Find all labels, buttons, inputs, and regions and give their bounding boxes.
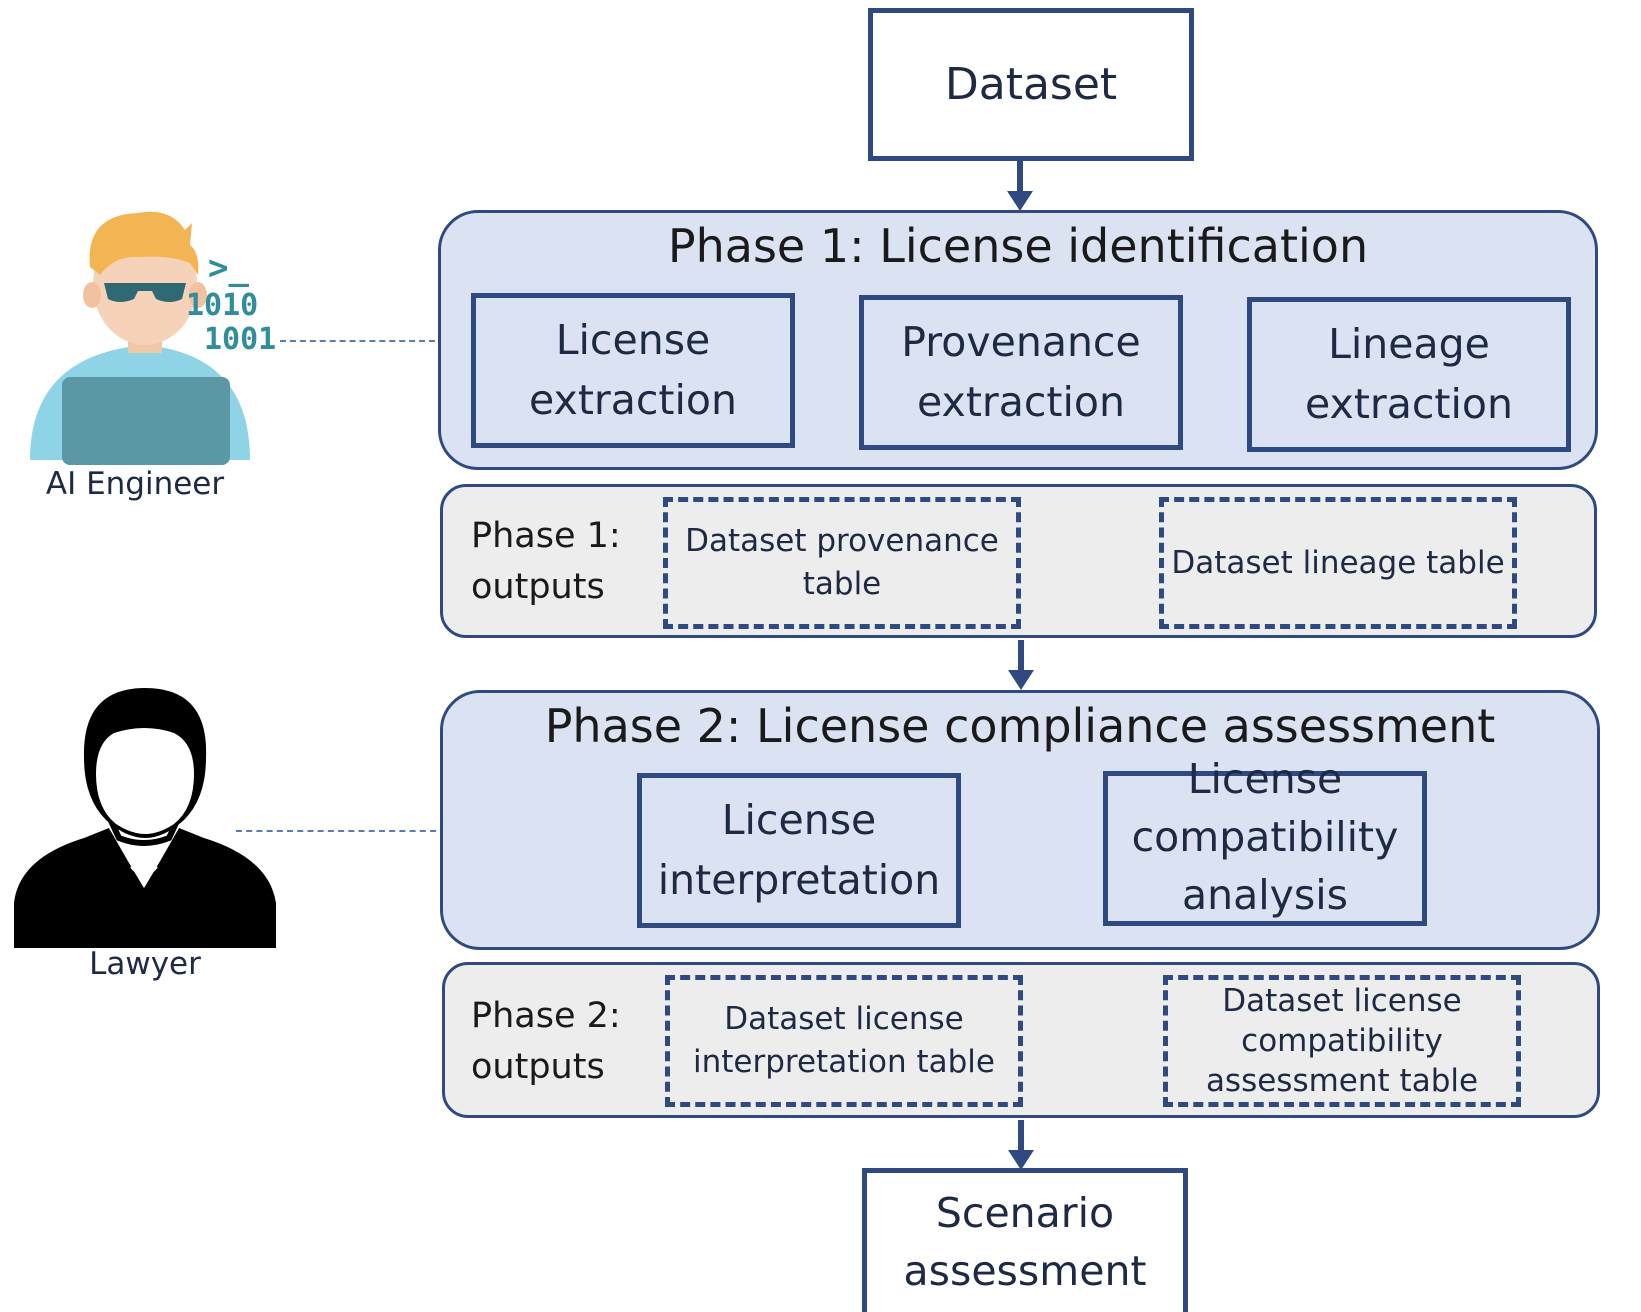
ai-engineer-figure	[20, 205, 280, 465]
arrow-phase1-to-phase2	[1008, 640, 1034, 690]
lawyer-connector	[236, 830, 436, 832]
provenance-table-line1: Dataset provenance	[685, 523, 999, 560]
phase2-panel: Phase 2: License compliance assessment L…	[440, 690, 1600, 950]
phase2-outputs-label: Phase 2: outputs	[471, 991, 621, 1093]
lineage-extraction-line2: extraction	[1305, 379, 1513, 428]
dataset-provenance-table-output: Dataset provenance table	[663, 497, 1021, 629]
compatibility-table-line1: Dataset license	[1222, 982, 1462, 1019]
license-interpretation-line2: interpretation	[657, 855, 941, 904]
license-extraction-line1: License	[555, 316, 711, 365]
provenance-extraction-line2: extraction	[917, 377, 1125, 426]
phase1-outputs-label-line2: outputs	[471, 566, 605, 607]
interpretation-table-line1: Dataset license	[724, 1001, 964, 1038]
license-interpretation-line1: License	[721, 796, 877, 845]
phase1-outputs-label-line1: Phase 1:	[471, 516, 621, 556]
scenario-assessment-line1: Scenario	[935, 1189, 1115, 1238]
engineer-connector	[280, 340, 435, 342]
interpretation-table-line2: interpretation table	[693, 1044, 995, 1080]
lawyer-icon	[14, 688, 276, 948]
lineage-extraction-line1: Lineage	[1328, 320, 1490, 369]
license-extraction-step: License extraction	[471, 293, 795, 448]
provenance-extraction-line1: Provenance	[901, 318, 1141, 367]
scenario-assessment-line2: assessment	[903, 1246, 1147, 1295]
phase2-outputs-label-line1: Phase 2:	[471, 996, 621, 1036]
binary-line-1: 1010	[186, 288, 259, 323]
ai-engineer-icon	[30, 211, 250, 465]
license-interpretation-step: License interpretation	[637, 773, 961, 928]
license-compatibility-line3: analysis	[1181, 871, 1348, 920]
scenario-assessment-node: Scenario assessment	[862, 1168, 1188, 1312]
phase1-panel: Phase 1: License identification License …	[438, 210, 1598, 470]
phase2-outputs-panel: Phase 2: outputs Dataset license interpr…	[442, 962, 1600, 1118]
dataset-lineage-table-output: Dataset lineage table	[1159, 497, 1517, 629]
lawyer-figure	[14, 688, 276, 948]
phase1-outputs-label: Phase 1: outputs	[471, 511, 621, 613]
phase2-outputs-label-line2: outputs	[471, 1046, 605, 1087]
dataset-license-interpretation-table-output: Dataset license interpretation table	[665, 975, 1023, 1107]
phase2-title: Phase 2: License compliance assessment	[544, 699, 1496, 753]
code-symbols: >_ 1010 1001	[186, 248, 286, 358]
license-compatibility-line2: compatibility	[1131, 813, 1399, 862]
provenance-extraction-step: Provenance extraction	[859, 295, 1183, 450]
dataset-license-compatibility-table-output: Dataset license compatibility assessment…	[1163, 975, 1521, 1107]
dataset-node-label: Dataset	[944, 59, 1118, 110]
arrow-dataset-to-phase1	[1007, 161, 1033, 211]
lawyer-label: Lawyer	[89, 946, 201, 982]
lineage-table-line1: Dataset lineage table	[1171, 544, 1505, 581]
lineage-extraction-step: Lineage extraction	[1247, 297, 1571, 452]
binary-line-2: 1001	[204, 322, 277, 357]
phase1-outputs-panel: Phase 1: outputs Dataset provenance tabl…	[440, 484, 1597, 638]
terminal-prompt-icon: >_	[208, 248, 249, 288]
compatibility-table-line3: assessment table	[1205, 1063, 1479, 1100]
license-compatibility-step: License compatibility analysis	[1103, 755, 1427, 926]
ai-engineer-label: AI Engineer	[45, 466, 225, 502]
provenance-table-line2: table	[802, 566, 882, 602]
phase1-title: Phase 1: License identification	[667, 219, 1369, 273]
arrow-phase2-to-scenario	[1008, 1120, 1034, 1170]
license-compatibility-line1: License	[1187, 755, 1343, 803]
compatibility-table-line2: compatibility	[1241, 1022, 1443, 1059]
dataset-node: Dataset	[868, 8, 1194, 161]
license-extraction-line2: extraction	[529, 375, 737, 424]
